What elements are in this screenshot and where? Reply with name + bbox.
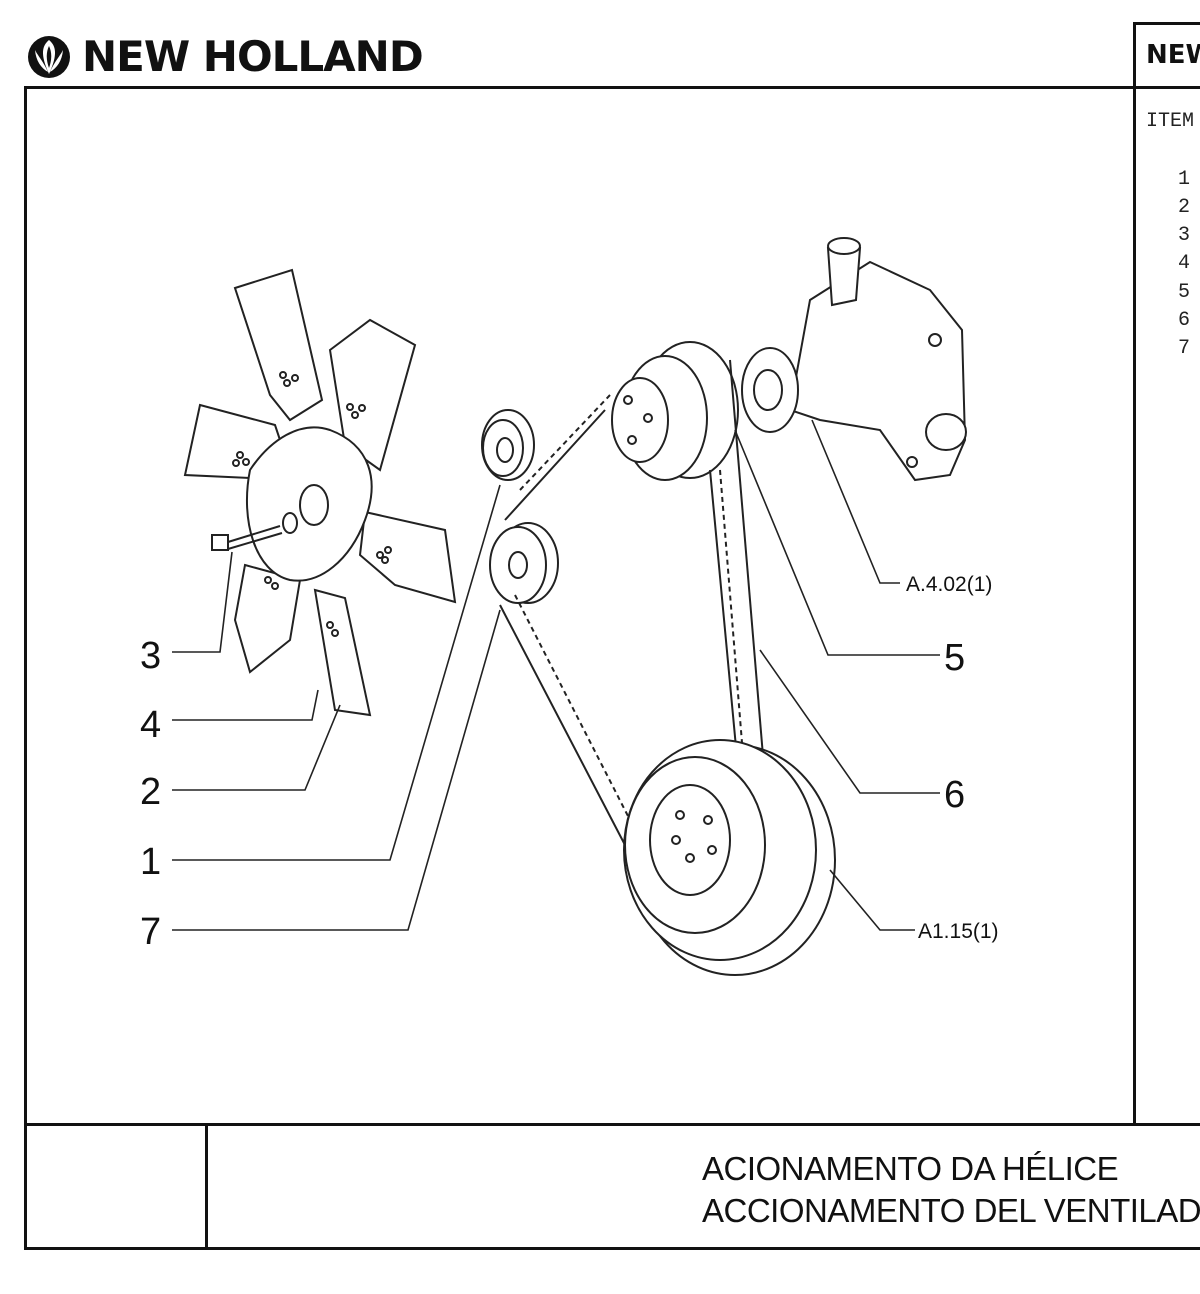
parts-list-item: 5 (1178, 281, 1191, 304)
footer-rule (24, 1123, 1200, 1126)
footer-split (205, 1123, 208, 1250)
water-pump-drawing (741, 237, 967, 482)
drawing-frame (24, 86, 1200, 1250)
callout-number: 4 (140, 704, 161, 746)
belt-drawing (499, 359, 766, 846)
brand-name: NEW HOLLAND (82, 32, 424, 81)
parts-list-item: 3 (1178, 224, 1191, 247)
new-holland-leaf-logo-icon (28, 36, 70, 78)
leader-lines (172, 419, 940, 931)
callout-number: 5 (944, 637, 965, 679)
reference-label: A1.15(1) (918, 920, 999, 943)
parts-panel-top-rule (1133, 22, 1200, 25)
spacer-drawing (481, 409, 535, 481)
parts-list-item: 6 (1178, 309, 1191, 332)
callout-number: 1 (140, 841, 161, 883)
parts-list-item: 2 (1178, 196, 1191, 219)
parts-list-item: 4 (1178, 252, 1191, 275)
reference-label: A.4.02(1) (906, 573, 992, 596)
pump-pulley-drawing (611, 341, 739, 481)
callout-number: 6 (944, 774, 965, 816)
crankshaft-pulley-drawing (623, 739, 836, 976)
parts-list-header: ITEM (1146, 110, 1195, 133)
footer-title-pt: ACIONAMENTO DA HÉLICE (702, 1150, 1119, 1187)
bolt-drawing (211, 512, 298, 551)
footer-title-es: ACCIONAMENTO DEL VENTILADOR (702, 1192, 1200, 1229)
fan-drawing (183, 268, 457, 717)
brand-name-right: NEW (1146, 40, 1200, 70)
brand-header: NEW HOLLAND (26, 32, 424, 81)
parts-panel-divider (1133, 22, 1136, 1126)
callout-number: 3 (140, 635, 161, 677)
small-pulley-drawing (489, 522, 559, 604)
parts-list-item: 7 (1178, 337, 1191, 360)
parts-list-item: 1 (1178, 168, 1191, 191)
callout-number: 7 (140, 911, 161, 953)
callout-number: 2 (140, 771, 161, 813)
